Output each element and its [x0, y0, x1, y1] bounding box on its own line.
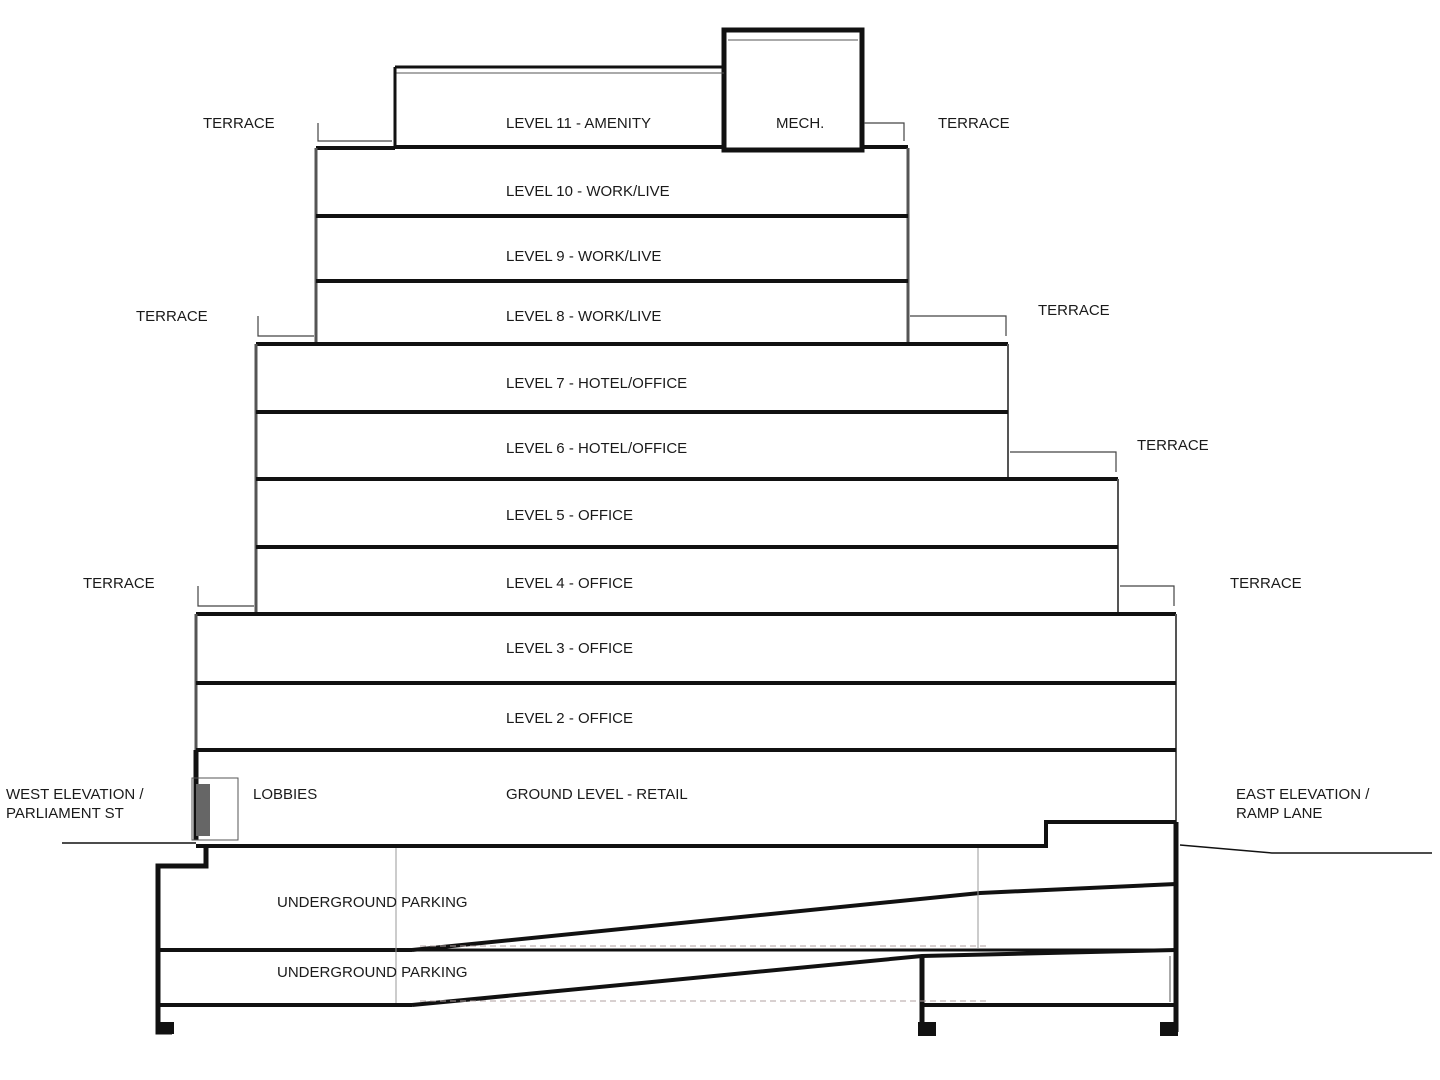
level-5-label: LEVEL 5 - OFFICE: [506, 507, 633, 524]
underground-structure: [155, 822, 1179, 1036]
level-8-label: LEVEL 8 - WORK/LIVE: [506, 308, 661, 325]
levels-2-3-structure: [194, 612, 1177, 822]
ground-level-structure: [191, 750, 1176, 848]
west-footing: [156, 1022, 174, 1034]
terrace-6-east-label: TERRACE: [1137, 437, 1209, 454]
east-elevation-label-line2: RAMP LANE: [1236, 805, 1322, 822]
terrace-8-west-label: TERRACE: [136, 308, 208, 325]
level-11-label: LEVEL 11 - AMENITY: [506, 115, 651, 132]
east-elevation-label-line1: EAST ELEVATION /: [1236, 786, 1370, 803]
lobbies-label: LOBBIES: [253, 786, 317, 803]
ramp-footing: [918, 1022, 936, 1036]
terrace-4-east-label: TERRACE: [1230, 575, 1302, 592]
levels-4-5-structure: [197, 477, 1175, 612]
level-6-label: LEVEL 6 - HOTEL/OFFICE: [506, 440, 687, 457]
mech-label: MECH.: [776, 115, 824, 132]
terrace-11-east-railing: [864, 122, 905, 141]
level-7-label: LEVEL 7 - HOTEL/OFFICE: [506, 375, 687, 392]
lobby-entrance-frame: [191, 777, 239, 841]
level-4-label: LEVEL 4 - OFFICE: [506, 575, 633, 592]
terrace-4-west-railing: [197, 586, 254, 607]
level-2-label: LEVEL 2 - OFFICE: [506, 710, 633, 727]
parking-p1-label: UNDERGROUND PARKING: [277, 894, 468, 911]
terrace-11-east-label: TERRACE: [938, 115, 1010, 132]
p2-ramp: [411, 948, 1177, 1007]
west-elevation-label-line2: PARLIAMENT ST: [6, 805, 124, 822]
ground-floor-slab: [196, 820, 1176, 848]
east-footing: [1160, 1022, 1178, 1036]
lobby-entrance-glazing: [196, 784, 210, 836]
level-9-label: LEVEL 9 - WORK/LIVE: [506, 248, 661, 265]
east-grade-line: [1179, 844, 1432, 854]
level-10-roof-slab: [316, 145, 908, 150]
terrace-8-east-label: TERRACE: [1038, 302, 1110, 319]
terrace-11-west-railing: [317, 123, 392, 142]
level-10-label: LEVEL 10 - WORK/LIVE: [506, 183, 670, 200]
p1-ramp: [411, 882, 1177, 952]
terrace-8-east-railing: [910, 315, 1007, 336]
levels-8-10-structure: [257, 148, 1007, 344]
terrace-6-east-railing: [1010, 451, 1117, 472]
west-elevation-label-line1: WEST ELEVATION /: [6, 786, 144, 803]
ground-level-label: GROUND LEVEL - RETAIL: [506, 786, 688, 803]
terrace-4-east-railing: [1120, 585, 1175, 606]
parking-p2-label: UNDERGROUND PARKING: [277, 964, 468, 981]
level-3-label: LEVEL 3 - OFFICE: [506, 640, 633, 657]
terrace-4-west-label: TERRACE: [83, 575, 155, 592]
grade-line: [62, 842, 1432, 854]
terrace-11-west-label: TERRACE: [203, 115, 275, 132]
mech-room-outline: [721, 27, 865, 153]
level-11-structure: [316, 27, 908, 153]
terrace-8-west-railing: [257, 316, 314, 337]
